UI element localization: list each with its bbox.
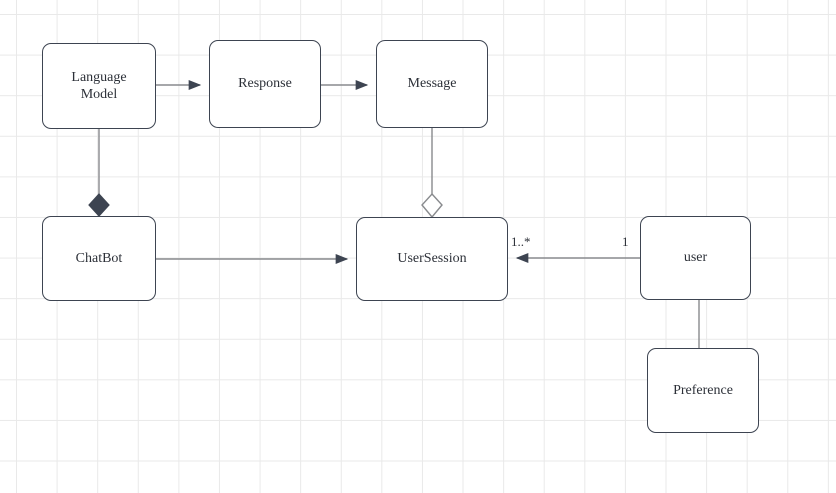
node-response[interactable]: Response (209, 40, 321, 128)
multiplicity-label-user: 1 (622, 234, 629, 249)
node-message[interactable]: Message (376, 40, 488, 128)
node-chatbot[interactable]: ChatBot (42, 216, 156, 301)
node-label-language-model: Language Model (71, 69, 127, 103)
node-label-usersession: UserSession (397, 251, 467, 267)
node-label-response: Response (238, 76, 292, 92)
node-label-chatbot: ChatBot (75, 250, 123, 266)
node-preference[interactable]: Preference (647, 348, 759, 433)
filled-diamond-icon (88, 193, 110, 217)
multiplicity-label-usersession: 1..* (511, 234, 531, 249)
node-usersession[interactable]: UserSession (356, 217, 508, 301)
edge-message-usersession (421, 128, 443, 219)
node-label-message: Message (407, 76, 457, 92)
node-language-model[interactable]: Language Model (42, 43, 156, 129)
edge-language-model-chatbot (88, 129, 110, 217)
node-label-user: user (683, 250, 708, 266)
hollow-diamond-icon (421, 192, 443, 219)
node-user[interactable]: user (640, 216, 751, 300)
node-label-preference: Preference (673, 382, 733, 398)
